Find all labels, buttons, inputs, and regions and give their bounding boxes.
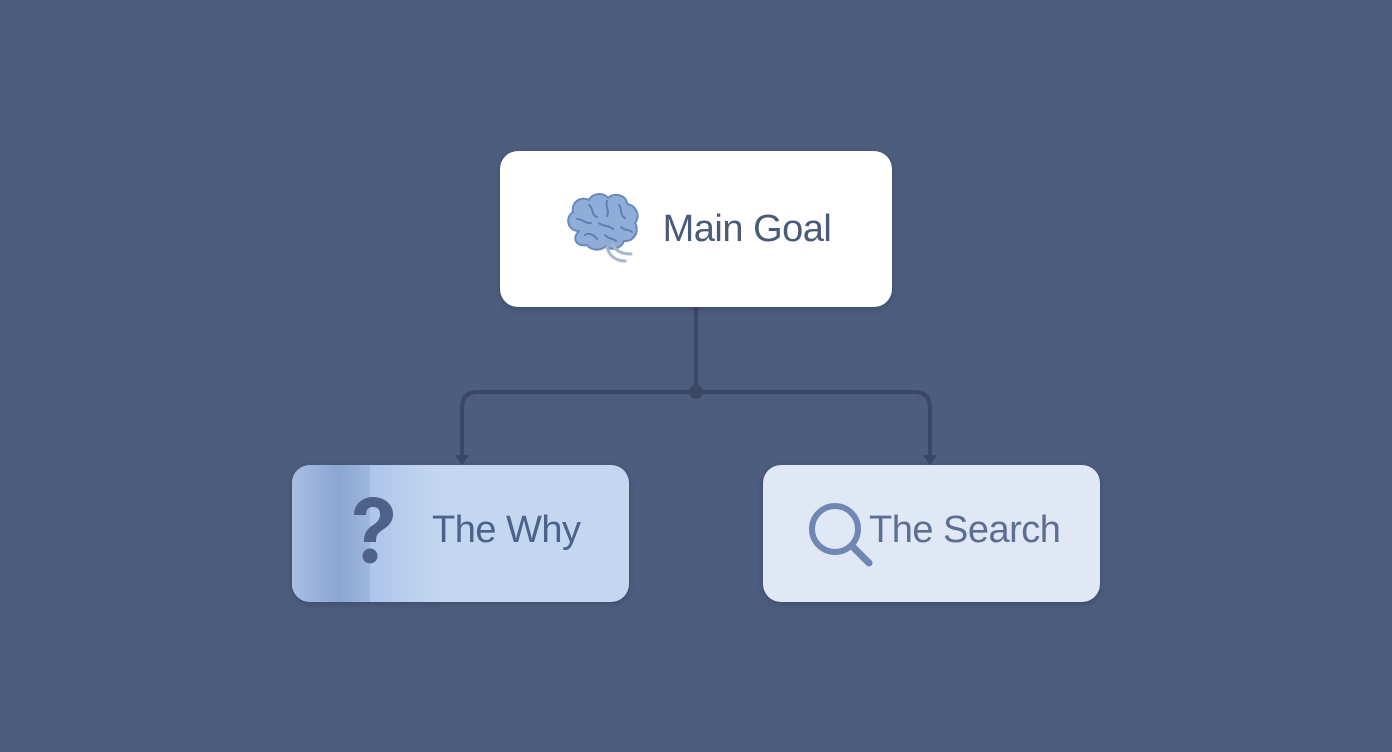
root-node-main-goal[interactable]: Main Goal — [500, 151, 892, 307]
arrowhead-right — [923, 455, 937, 465]
search-icon — [809, 503, 873, 567]
root-node-label: Main Goal — [662, 207, 832, 250]
connector-junction-dot — [689, 385, 703, 399]
brain-icon — [566, 193, 639, 263]
connector-right-branch — [694, 390, 932, 460]
question-mark-icon — [354, 497, 393, 564]
arrowhead-left — [455, 455, 469, 465]
connector-left-branch — [460, 390, 698, 460]
child-node-the-search[interactable]: The Search — [763, 465, 1100, 602]
child-node-label-search: The Search — [869, 509, 1061, 551]
node-accent-strip — [292, 465, 370, 602]
child-node-the-why[interactable]: The Why — [292, 465, 629, 602]
node-accent-fade — [370, 465, 440, 602]
child-node-label-why: The Why — [432, 509, 581, 551]
